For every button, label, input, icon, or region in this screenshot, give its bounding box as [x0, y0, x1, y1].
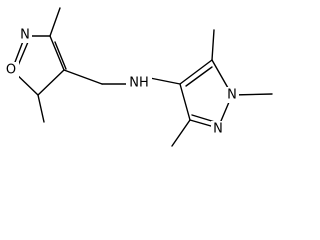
atom-label-isoxazole-n: N: [20, 28, 30, 43]
bond-c3-c4: [49, 35, 65, 71]
atom-label-isoxazole-o: O: [6, 63, 16, 78]
bond-c3-c4-inner: [54, 41, 67, 70]
atom-label-pyrazole-n1: N: [227, 88, 237, 103]
bond-c5p-methyl: [211, 29, 215, 61]
bond-nh-c4p: [149, 77, 181, 85]
bond-c4-c5: [37, 69, 65, 96]
atom-labels: N O NH N N: [4, 27, 239, 137]
bond-n2-c3p-inner: [191, 114, 216, 123]
molecule-structure: N O NH N N: [4, 7, 273, 147]
atom-label-pyrazole-n2: N: [213, 122, 223, 137]
bond-c4p-c5p-inner: [185, 66, 213, 87]
bond-c5-methyl: [37, 94, 45, 123]
bond-c3-methyl: [49, 7, 61, 37]
atom-label-amine-nh: NH: [129, 76, 149, 91]
bond-c4-ch2: [63, 69, 103, 85]
bond-c3p-methyl: [171, 119, 191, 147]
bond-c4p-c5p: [179, 59, 213, 85]
bond-c3p-c4p: [179, 83, 191, 121]
